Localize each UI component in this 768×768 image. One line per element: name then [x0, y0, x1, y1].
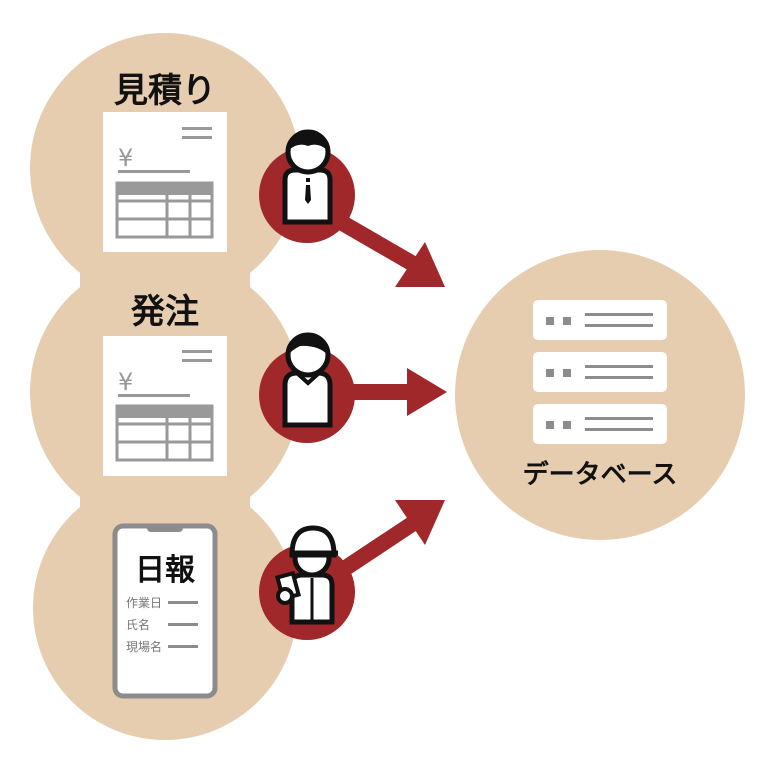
order-title: 発注 [131, 292, 199, 332]
arrow-head [407, 368, 447, 416]
field-label: 作業日 [126, 596, 162, 610]
arrow-head [395, 242, 445, 287]
estimate-title: 見積り [114, 71, 216, 111]
server-list-icon [533, 300, 667, 444]
database-circle [455, 250, 745, 540]
daily-report-title: 日報 [135, 553, 196, 588]
arrow-head [395, 500, 445, 545]
businessman-icon [259, 129, 355, 243]
yen-symbol: ¥ [118, 144, 133, 172]
database-label: データベース [523, 459, 678, 490]
construction-worker-icon [259, 525, 355, 640]
field-label: 氏名 [126, 617, 150, 632]
estimate-document: 見積り ¥ [103, 71, 227, 252]
office-worker-icon [259, 332, 355, 443]
daily-report-phone: 日報 作業日 氏名 現場名 [112, 523, 218, 699]
yen-symbol: ¥ [118, 368, 133, 396]
field-label: 現場名 [126, 639, 162, 654]
order-document: 発注 ¥ [103, 292, 227, 476]
